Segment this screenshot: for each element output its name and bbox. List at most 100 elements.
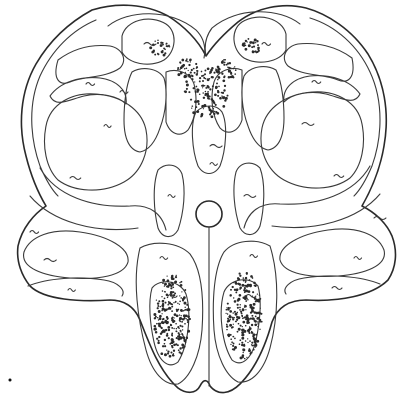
stipple-dot xyxy=(164,298,166,300)
stipple-dot xyxy=(182,346,184,348)
stipple-dot xyxy=(230,289,232,291)
stipple-dot xyxy=(226,329,227,330)
stipple-dot xyxy=(232,76,234,78)
label-mark xyxy=(302,123,314,126)
stipple-dot xyxy=(244,306,246,308)
stipple-dot xyxy=(240,325,242,327)
stipple-dot xyxy=(182,329,183,330)
stipple-dot xyxy=(240,356,243,359)
stipple-dot xyxy=(232,318,234,320)
stipple-dot xyxy=(187,315,190,318)
stipple-dot xyxy=(173,350,175,352)
stipple-dot xyxy=(158,336,160,338)
stipple-dot xyxy=(217,71,220,74)
stipple-dot xyxy=(161,313,162,314)
stipple-dot xyxy=(226,324,228,326)
stipple-dot xyxy=(193,87,195,89)
stipple-dot xyxy=(217,90,219,92)
stipple-dot xyxy=(205,91,207,93)
central-canal xyxy=(196,201,222,227)
stipple-dot xyxy=(251,342,253,344)
stipple-dot xyxy=(177,67,179,69)
right-lateral-strip xyxy=(285,276,380,294)
stipple-dot xyxy=(242,348,244,350)
stipple-dot xyxy=(247,38,249,40)
stipple-dot xyxy=(224,75,226,77)
stipple-dot xyxy=(167,279,170,282)
stipple-dot xyxy=(179,351,181,353)
stipple-dot xyxy=(174,292,176,294)
stipple-dot xyxy=(188,64,190,66)
stipple-dot xyxy=(164,353,167,356)
stipple-dot xyxy=(246,285,249,288)
stipple-dot xyxy=(173,302,174,303)
stipple-dot xyxy=(230,73,232,75)
stipple-dot xyxy=(211,67,214,70)
stipple-dot xyxy=(259,319,262,322)
stipple-dot xyxy=(177,303,178,304)
stipple-dot xyxy=(232,345,234,347)
stipple-dot xyxy=(184,68,186,70)
stipple-dot xyxy=(227,308,230,311)
label-mark xyxy=(44,259,56,262)
stipple-dot xyxy=(232,286,234,288)
stipple-dot xyxy=(255,42,256,43)
stipple-dot xyxy=(212,85,214,87)
stipple-dot xyxy=(249,41,252,44)
left-medial-column-2 xyxy=(166,71,196,135)
stipple-dot xyxy=(164,339,166,341)
stipple-dot xyxy=(213,113,215,115)
stipple-dot xyxy=(227,318,229,320)
left-mid-band xyxy=(50,78,126,104)
stipple-dot xyxy=(255,345,257,347)
stipple-dot xyxy=(215,69,217,71)
stipple-dot xyxy=(257,326,259,328)
label-mark xyxy=(68,289,75,292)
stipple-dot xyxy=(259,295,260,296)
stipple-dot xyxy=(154,54,156,56)
stipple-dot xyxy=(149,46,152,49)
stipple-dot xyxy=(227,62,229,64)
stipple-dot xyxy=(204,70,206,72)
stipple-dot xyxy=(173,344,174,345)
stipple-dot xyxy=(204,73,206,75)
stipple-dot xyxy=(166,321,169,324)
stipple-dot xyxy=(247,338,248,339)
stipple-dot xyxy=(204,94,206,96)
stipple-dot xyxy=(260,308,261,309)
stipple-dot xyxy=(253,282,256,285)
stipple-dot xyxy=(254,323,257,326)
stipple-dot xyxy=(260,313,262,315)
stipple-dot xyxy=(156,299,157,300)
left-lateral-lobe xyxy=(24,231,129,279)
stipple-dot xyxy=(212,100,214,102)
stipple-dot xyxy=(186,58,188,60)
stipple-dot xyxy=(252,307,255,310)
stipple-dot xyxy=(161,331,164,334)
stipple-dot xyxy=(222,105,225,108)
stipple-dot xyxy=(194,72,196,74)
stipple-dot xyxy=(188,70,189,71)
stipple-dot xyxy=(174,313,177,316)
stipple-dot xyxy=(254,284,256,286)
stipple-dot xyxy=(253,303,256,306)
stipple-dot xyxy=(179,295,180,296)
stipple-dot xyxy=(245,282,246,283)
stipple-dot xyxy=(163,47,165,49)
stipple-dot xyxy=(172,278,174,280)
stipple-dot xyxy=(180,62,182,64)
stipple-dot xyxy=(230,319,231,320)
stipple-dot xyxy=(179,69,180,70)
label-mark xyxy=(250,255,257,258)
stipple-dot xyxy=(179,304,180,305)
stipple-dot xyxy=(235,69,237,71)
stipple-dot xyxy=(157,305,159,307)
stipple-dot xyxy=(163,331,165,333)
stipple-dot xyxy=(203,97,205,99)
stipple-dot xyxy=(215,111,217,113)
label-mark xyxy=(244,195,256,198)
stipple-dot xyxy=(190,99,191,100)
label-mark xyxy=(210,145,222,148)
stipple-dot xyxy=(208,106,210,108)
label-mark xyxy=(354,257,362,260)
